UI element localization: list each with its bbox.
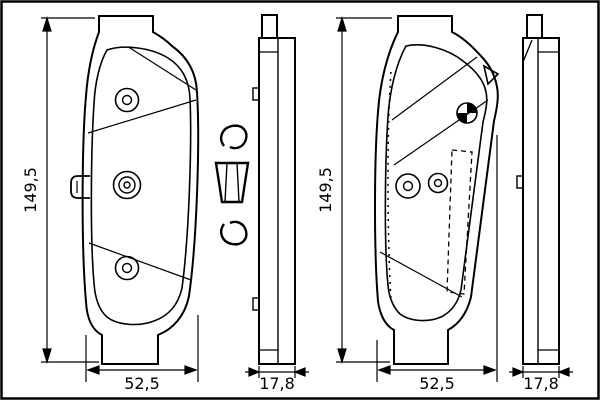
right-profile-thickness-label: 17,8 [523, 374, 559, 393]
left-profile-thickness-dimension [245, 366, 309, 378]
arrowhead-right [184, 365, 198, 375]
arrowhead-up [337, 15, 347, 32]
right-side-profile-view [516, 14, 560, 365]
right-profile-lug [516, 175, 524, 189]
wear-sensor-marker [456, 102, 478, 124]
right-pad-chamfer-dotted [387, 71, 392, 301]
clip-bottom-hook [220, 220, 248, 246]
left-pad-hole-top [114, 87, 140, 113]
right-pad-front-view [374, 15, 500, 365]
right-pad-tab-flag [482, 64, 500, 86]
right-pad-friction-outline [384, 44, 488, 322]
arrowhead-right [483, 365, 497, 375]
left-profile-lug-bottom [252, 297, 260, 311]
arrowhead-right-in [512, 367, 525, 377]
left-pad-width-label: 52,5 [124, 374, 160, 393]
right-pad-height-label: 149,5 [316, 167, 335, 213]
left-side-profile-view [252, 14, 296, 365]
right-pad-width-dimension [376, 135, 498, 382]
right-pad-outline [374, 15, 499, 365]
clip-top-hook [220, 124, 248, 150]
arrowhead-left-in [557, 367, 570, 377]
arrowhead-left [86, 365, 100, 375]
left-pad-friction-outline [90, 46, 192, 326]
left-pad-height-label: 149,5 [21, 167, 40, 213]
right-pad-hatch-line-3 [379, 251, 463, 298]
clip-middle-line-1 [224, 162, 228, 203]
spring-clip [214, 124, 250, 246]
left-pad-hole-mid-ring [118, 176, 136, 194]
left-profile-lug-top [252, 87, 260, 101]
arrowhead-left-in [293, 367, 306, 377]
right-profile-chamfer [522, 39, 533, 63]
right-pad-height-dimension [336, 15, 392, 365]
clip-middle-line-2 [236, 162, 240, 203]
right-pad-hole-right [427, 172, 449, 194]
left-pad-hole-bottom-inner [121, 262, 133, 274]
left-pad-height-dimension [41, 15, 99, 365]
arrowhead-down [42, 348, 52, 365]
right-pad-hole-left [395, 173, 421, 199]
right-pad-dashed-region [446, 149, 473, 295]
sensor-quadrant-1 [467, 103, 477, 113]
left-profile-body [258, 37, 296, 365]
right-pad-hole-left-inner [402, 180, 414, 192]
left-profile-thickness-label: 17,8 [259, 374, 295, 393]
left-pad-front-view [70, 15, 200, 365]
arrowhead-up [42, 15, 52, 32]
right-pad-width-label: 52,5 [419, 374, 455, 393]
left-pad-hole-mid [112, 170, 142, 200]
arrowhead-down [337, 348, 347, 365]
right-profile-thickness-dimension [509, 366, 573, 378]
right-pad-hole-right-inner [433, 178, 443, 188]
arrowhead-right-in [248, 367, 261, 377]
left-pad-hole-mid-inner [123, 181, 131, 189]
left-pad-chamfer-line-top [87, 99, 197, 134]
left-pad-chamfer-line-top2 [129, 47, 197, 91]
left-pad-width-dimension [85, 315, 199, 382]
left-pad-outline [81, 15, 200, 365]
right-profile-body [522, 37, 560, 365]
right-pad-hatch-line-1 [391, 56, 478, 121]
left-pad-hole-top-inner [121, 94, 133, 106]
sensor-quadrant-2 [457, 113, 467, 123]
left-pad-chamfer-line-bottom [88, 242, 192, 281]
arrowhead-left [377, 365, 391, 375]
left-pad-ear [70, 175, 90, 199]
